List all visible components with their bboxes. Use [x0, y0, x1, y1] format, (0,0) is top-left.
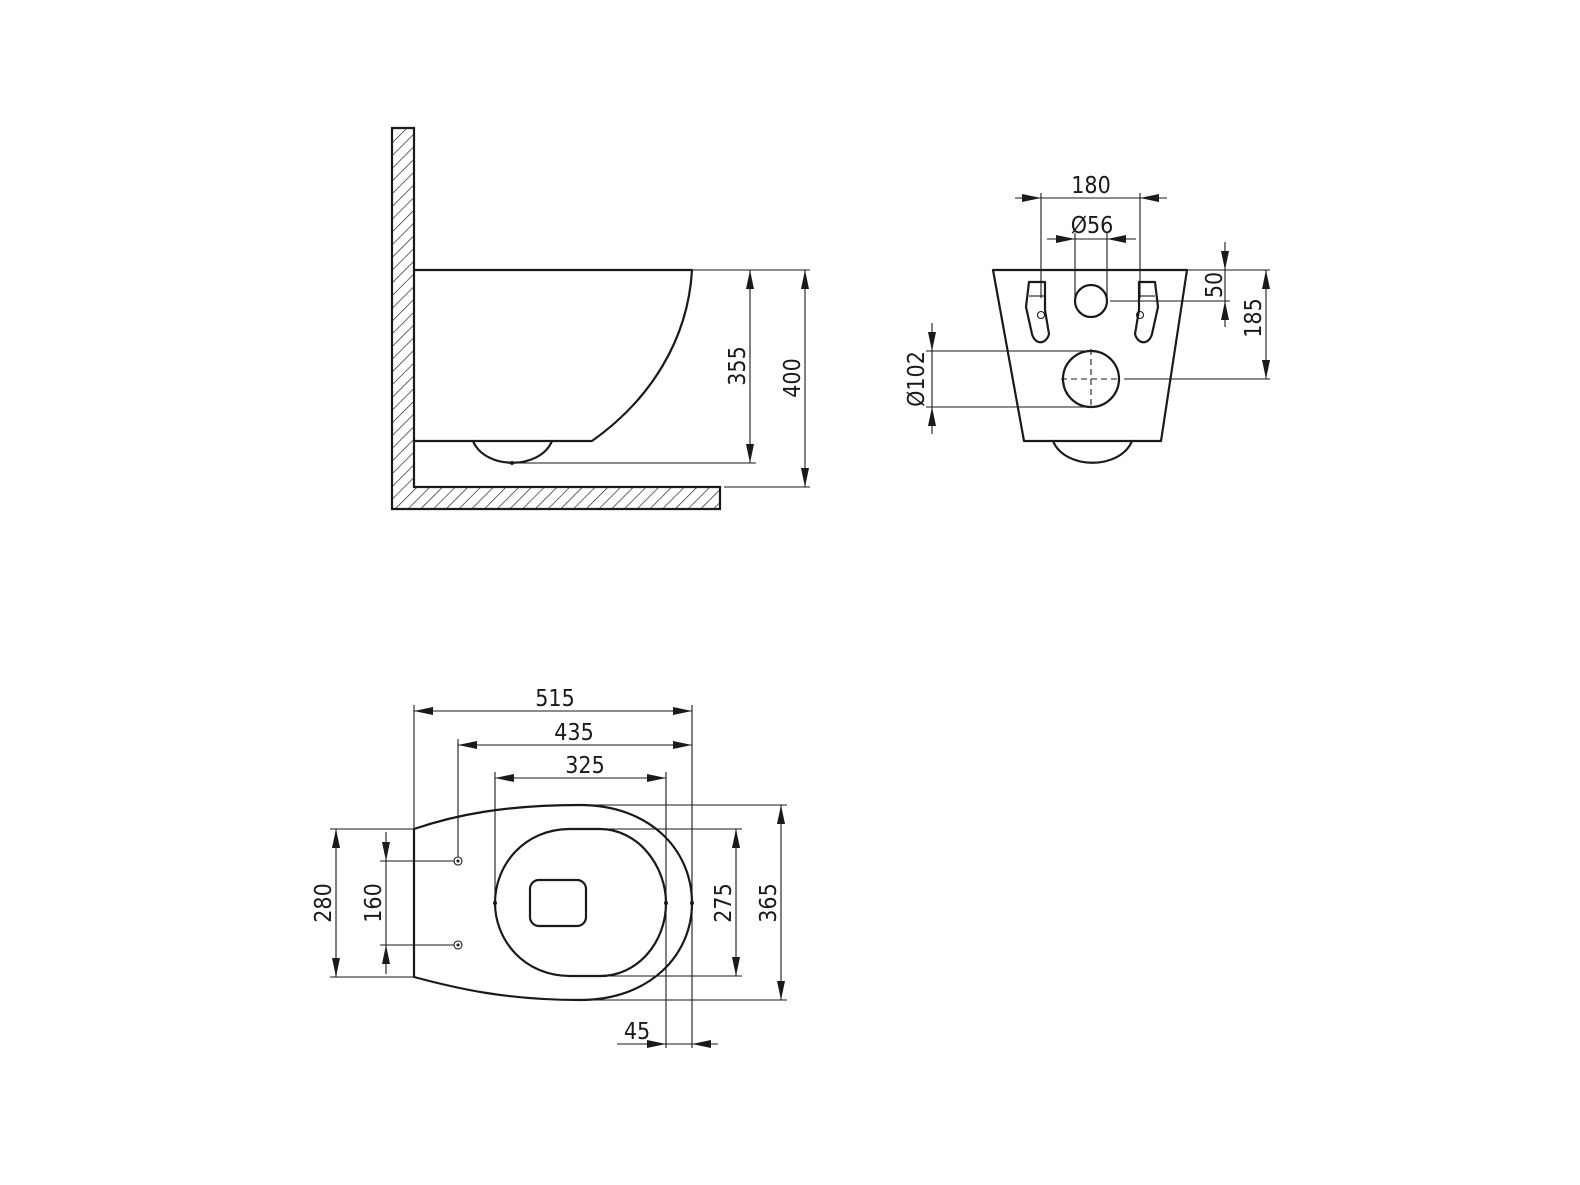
- dim-400: 400: [780, 270, 809, 487]
- dim-515: 515: [414, 686, 692, 715]
- dim-50: 50: [1110, 242, 1270, 327]
- dim-280: 280: [311, 829, 340, 977]
- dim-102-label: Ø102: [904, 351, 930, 407]
- dim-325: 325: [495, 753, 666, 782]
- dim-365: 365: [756, 805, 785, 1000]
- bowl-top-outline: [412, 803, 694, 1002]
- dim-325-label: 325: [565, 753, 605, 779]
- left-fixing-bracket: [1024, 280, 1051, 344]
- dim-365-label: 365: [756, 883, 782, 923]
- dim-355-label: 355: [725, 346, 751, 386]
- bowl-rear-outline: [991, 268, 1189, 443]
- dim-56: Ø56: [1047, 213, 1136, 301]
- dim-355: 355: [725, 270, 754, 463]
- rear-outlet-bulge: [1051, 439, 1134, 464]
- bowl-opening: [493, 827, 668, 978]
- dim-515-label: 515: [535, 686, 575, 712]
- dim-275: 275: [711, 829, 740, 976]
- dim-180: 180: [1015, 173, 1167, 298]
- wall-and-floor-section: [390, 126, 722, 511]
- right-fixing-bracket: [1133, 280, 1160, 344]
- dim-45-label: 45: [624, 1019, 650, 1045]
- dim-56-label: Ø56: [1071, 213, 1114, 239]
- fixing-hole-bottom: [453, 940, 463, 950]
- dim-185: 185: [1124, 270, 1270, 380]
- dim-45: 45: [617, 1019, 718, 1048]
- dim-280-label: 280: [311, 883, 337, 923]
- fixing-hole-top: [453, 856, 463, 866]
- dim-180-label: 180: [1071, 173, 1111, 199]
- rear-view: 180 Ø56 50 185: [904, 173, 1270, 464]
- outlet-bulge: [471, 439, 554, 464]
- dim-102: Ø102: [904, 323, 1089, 434]
- dim-275-label: 275: [711, 883, 737, 923]
- dim-400-label: 400: [780, 358, 806, 398]
- dim-185-label: 185: [1241, 298, 1267, 338]
- dim-160-label: 160: [361, 883, 387, 923]
- side-view: 355 400: [390, 126, 810, 511]
- dim-50-label: 50: [1202, 272, 1228, 298]
- dim-160: 160: [361, 832, 390, 974]
- top-view: 515 435 325 45: [311, 686, 787, 1048]
- bowl-side-profile: [412, 268, 694, 443]
- drain-opening: [528, 878, 588, 928]
- dim-435: 435: [458, 720, 692, 749]
- dim-435-label: 435: [554, 720, 594, 746]
- water-inlet: [1073, 283, 1109, 319]
